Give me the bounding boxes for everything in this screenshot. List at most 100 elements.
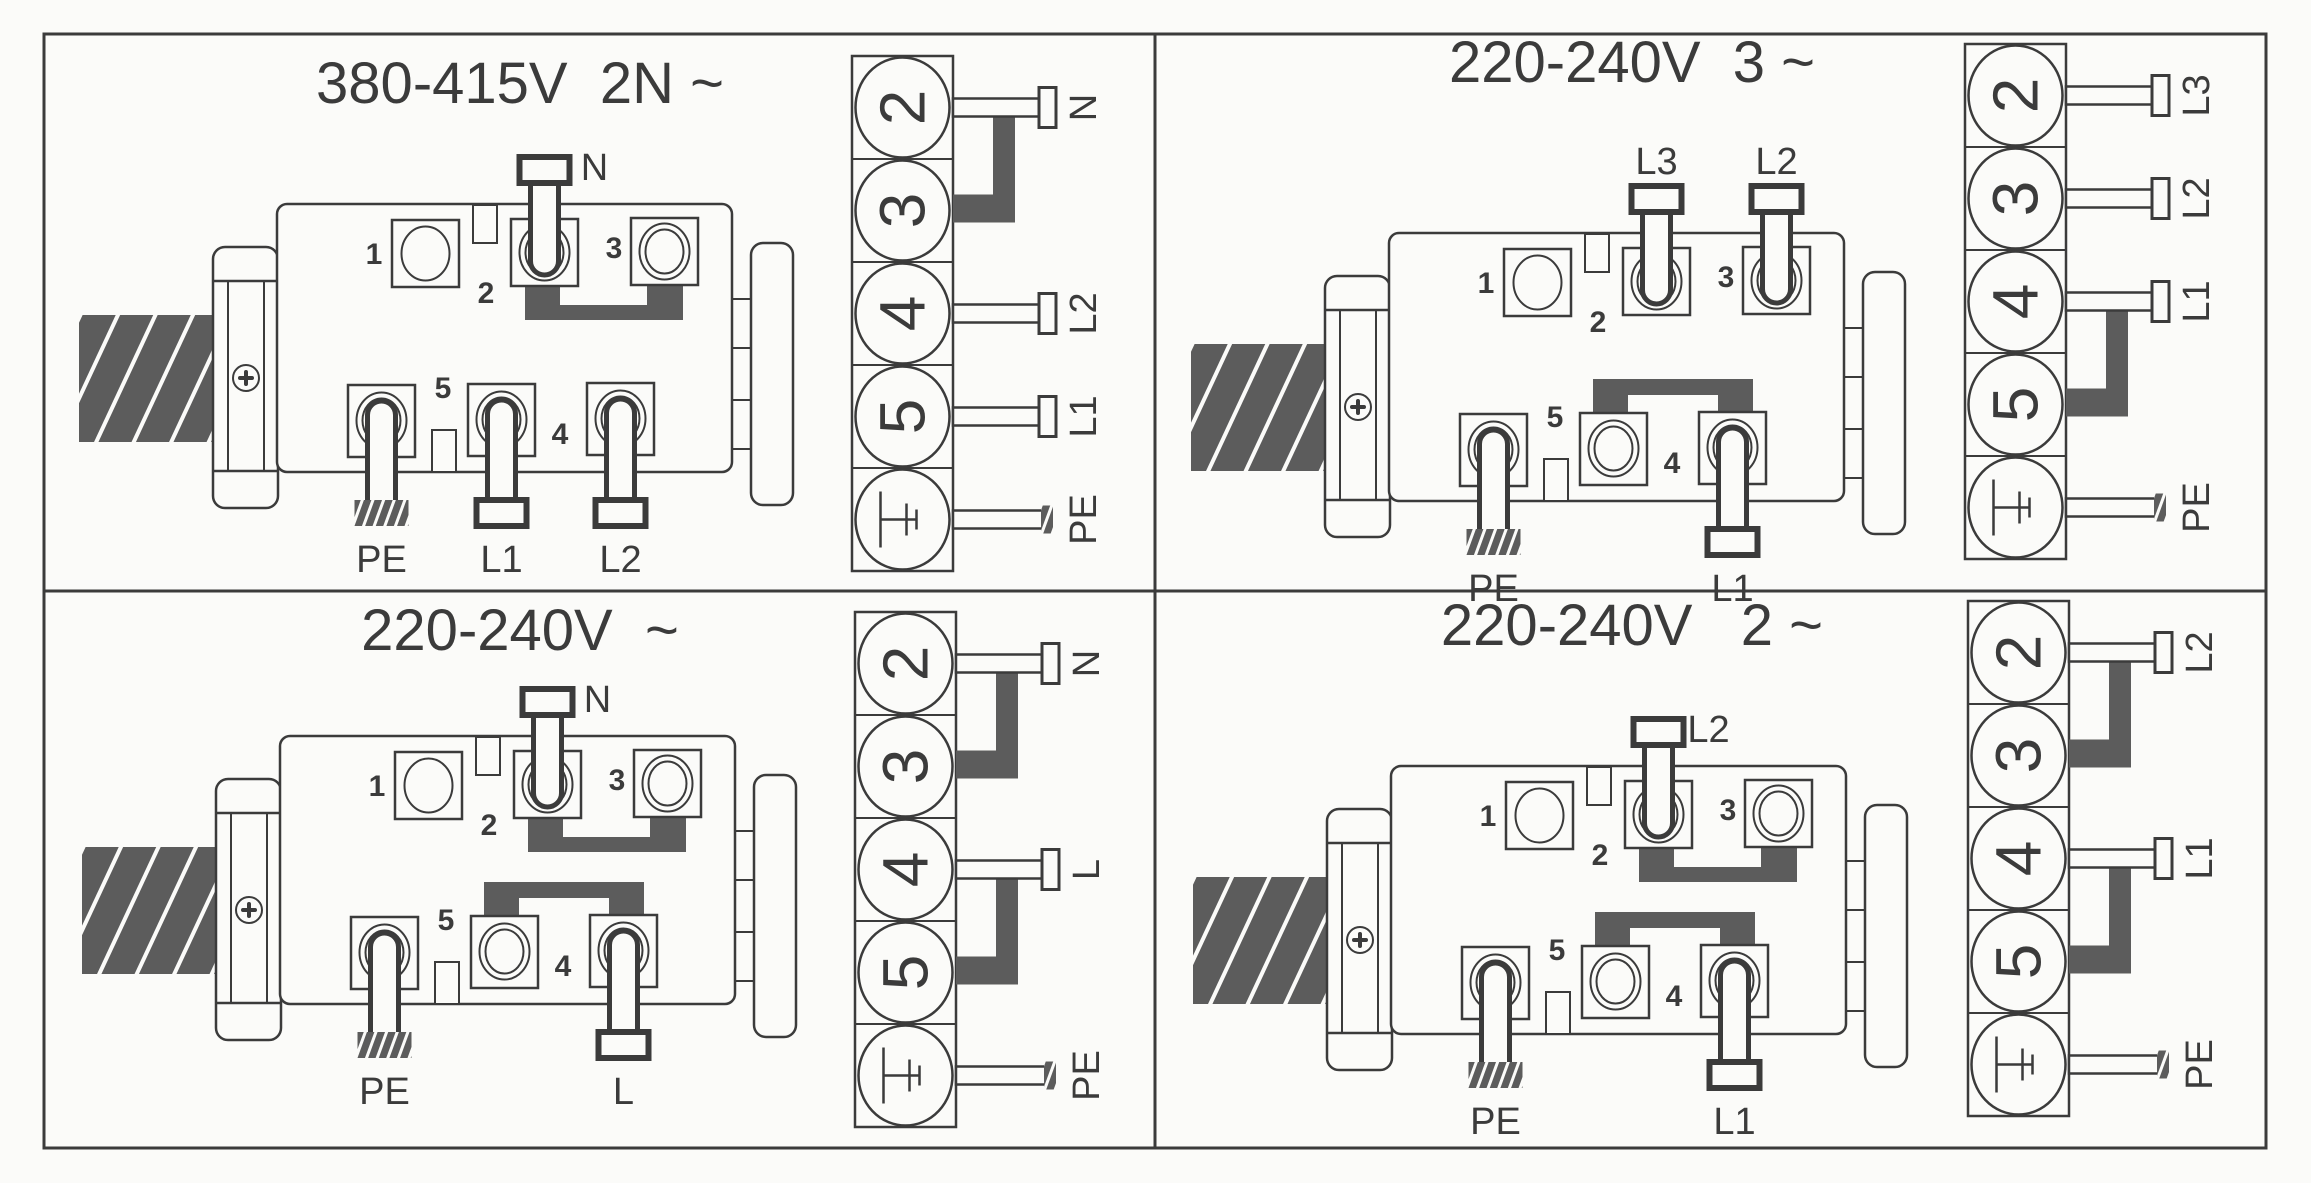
screw-icon <box>1344 393 1372 421</box>
terminal-number: 4 <box>1664 447 1681 480</box>
motor-handle <box>1844 270 1907 536</box>
strip-wire-label: N <box>1063 94 1105 121</box>
bottom-wire-4 <box>1706 958 1763 1091</box>
strip-cell-2: 2 <box>1967 44 2064 147</box>
panel-title: 220-240V 2 ~ <box>1441 593 1823 658</box>
earth-icon <box>1994 479 2031 536</box>
bottom-wire-PE <box>354 398 409 526</box>
earth-lug <box>1468 1062 1523 1088</box>
bridge-4-5 <box>1595 912 1755 946</box>
cable-lug <box>2153 631 2174 674</box>
cable-lug <box>1706 1059 1763 1091</box>
bottom-wire-PE <box>1468 960 1523 1088</box>
terminal-1 <box>390 218 461 289</box>
strip-cell-4: 4 <box>852 261 953 365</box>
cable-lug <box>1037 395 1058 438</box>
strip-cell-5: 5 <box>1965 352 2066 456</box>
terminal-number: 2 <box>1590 306 1607 339</box>
wire-label: PE <box>1470 1101 1521 1143</box>
screw-icon <box>1346 926 1374 954</box>
top-wire-2 <box>519 686 576 810</box>
strip-wire-label: L2 <box>2176 177 2218 219</box>
strip-cell-earth <box>1968 1012 2069 1116</box>
terminal-number: 5 <box>438 904 455 937</box>
earth-lug <box>2157 1050 2169 1079</box>
cable-clamp <box>1325 807 1394 1072</box>
terminal-3 <box>1743 778 1814 849</box>
motor-handle <box>1846 803 1909 1069</box>
bridge-2-3 <box>525 286 683 320</box>
strip-number: 2 <box>1983 635 2055 671</box>
terminal-5 <box>469 914 540 990</box>
cable-lug <box>1630 716 1687 748</box>
cable-lug <box>1040 642 1061 685</box>
cable-lug <box>1037 292 1058 335</box>
earth-icon <box>1997 1036 2034 1093</box>
top-wire-2 <box>1630 716 1687 840</box>
cable-lug <box>2153 837 2174 880</box>
wire-label: L1 <box>1711 568 1753 610</box>
terminal-number: 3 <box>609 764 626 797</box>
terminal-5 <box>1580 944 1651 1020</box>
strip-wire-2 <box>2067 631 2174 674</box>
strip-cell-3: 3 <box>852 158 953 262</box>
strip-wire-earth <box>2067 1050 2169 1079</box>
strip-number: 2 <box>870 646 942 682</box>
strip-wire-label: L3 <box>2176 74 2218 116</box>
wire-label: L3 <box>1635 141 1677 183</box>
strip-wire-earth <box>2064 493 2166 522</box>
strip-wire-label: PE <box>2176 482 2218 533</box>
cable-lug <box>2150 280 2171 323</box>
wire-label: PE <box>359 1071 410 1113</box>
panel-title: 380-415V 2N ~ <box>316 51 724 116</box>
strip-wire-2 <box>951 86 1058 129</box>
strip-bridge-4-5 <box>2066 311 2128 417</box>
strip-wire-label: PE <box>1066 1050 1108 1101</box>
strip-wire-4 <box>951 292 1058 335</box>
strip-number: 2 <box>1980 78 2052 114</box>
earth-lug <box>1041 505 1053 534</box>
wire-label: PE <box>1468 568 1519 610</box>
strip-number: 4 <box>1980 284 2052 320</box>
bottom-wire-5 <box>473 397 530 529</box>
strip-cell-earth <box>852 467 953 571</box>
strip-number: 4 <box>1983 841 2055 877</box>
cable-lug <box>595 1029 652 1061</box>
terminal-number: 3 <box>1720 794 1737 827</box>
strip-wire-2 <box>954 642 1061 685</box>
terminal-3 <box>632 748 703 819</box>
strip-wire-label: PE <box>2179 1039 2221 1090</box>
strip-cell-4: 4 <box>1965 249 2066 353</box>
terminal-number: 2 <box>1592 839 1609 872</box>
terminal-1 <box>1504 780 1575 851</box>
strip-number: 3 <box>1980 181 2052 217</box>
strip-number: 3 <box>1983 738 2055 774</box>
terminal-number: 2 <box>481 809 498 842</box>
earth-icon <box>884 1047 921 1104</box>
cable-lug <box>1748 183 1805 215</box>
cable-lug <box>1037 86 1058 129</box>
terminal-number: 5 <box>435 372 452 405</box>
cable-lug <box>516 154 573 186</box>
bottom-wire-4 <box>595 928 652 1061</box>
terminal-number: 3 <box>606 232 623 265</box>
wire-label: N <box>584 679 611 721</box>
cable-lug <box>2150 177 2171 220</box>
outer-frame <box>42 32 2268 1150</box>
terminal-number: 5 <box>1549 934 1566 967</box>
screw-icon <box>232 364 260 392</box>
strip-number: 3 <box>870 749 942 785</box>
strip-cell-3: 3 <box>1968 703 2069 807</box>
terminal-number: 1 <box>1478 267 1495 300</box>
terminal-number: 1 <box>1480 800 1497 833</box>
cable-lug <box>2150 74 2171 117</box>
strip-wire-2 <box>2064 74 2171 117</box>
strip-bridge-2-3 <box>953 117 1015 223</box>
